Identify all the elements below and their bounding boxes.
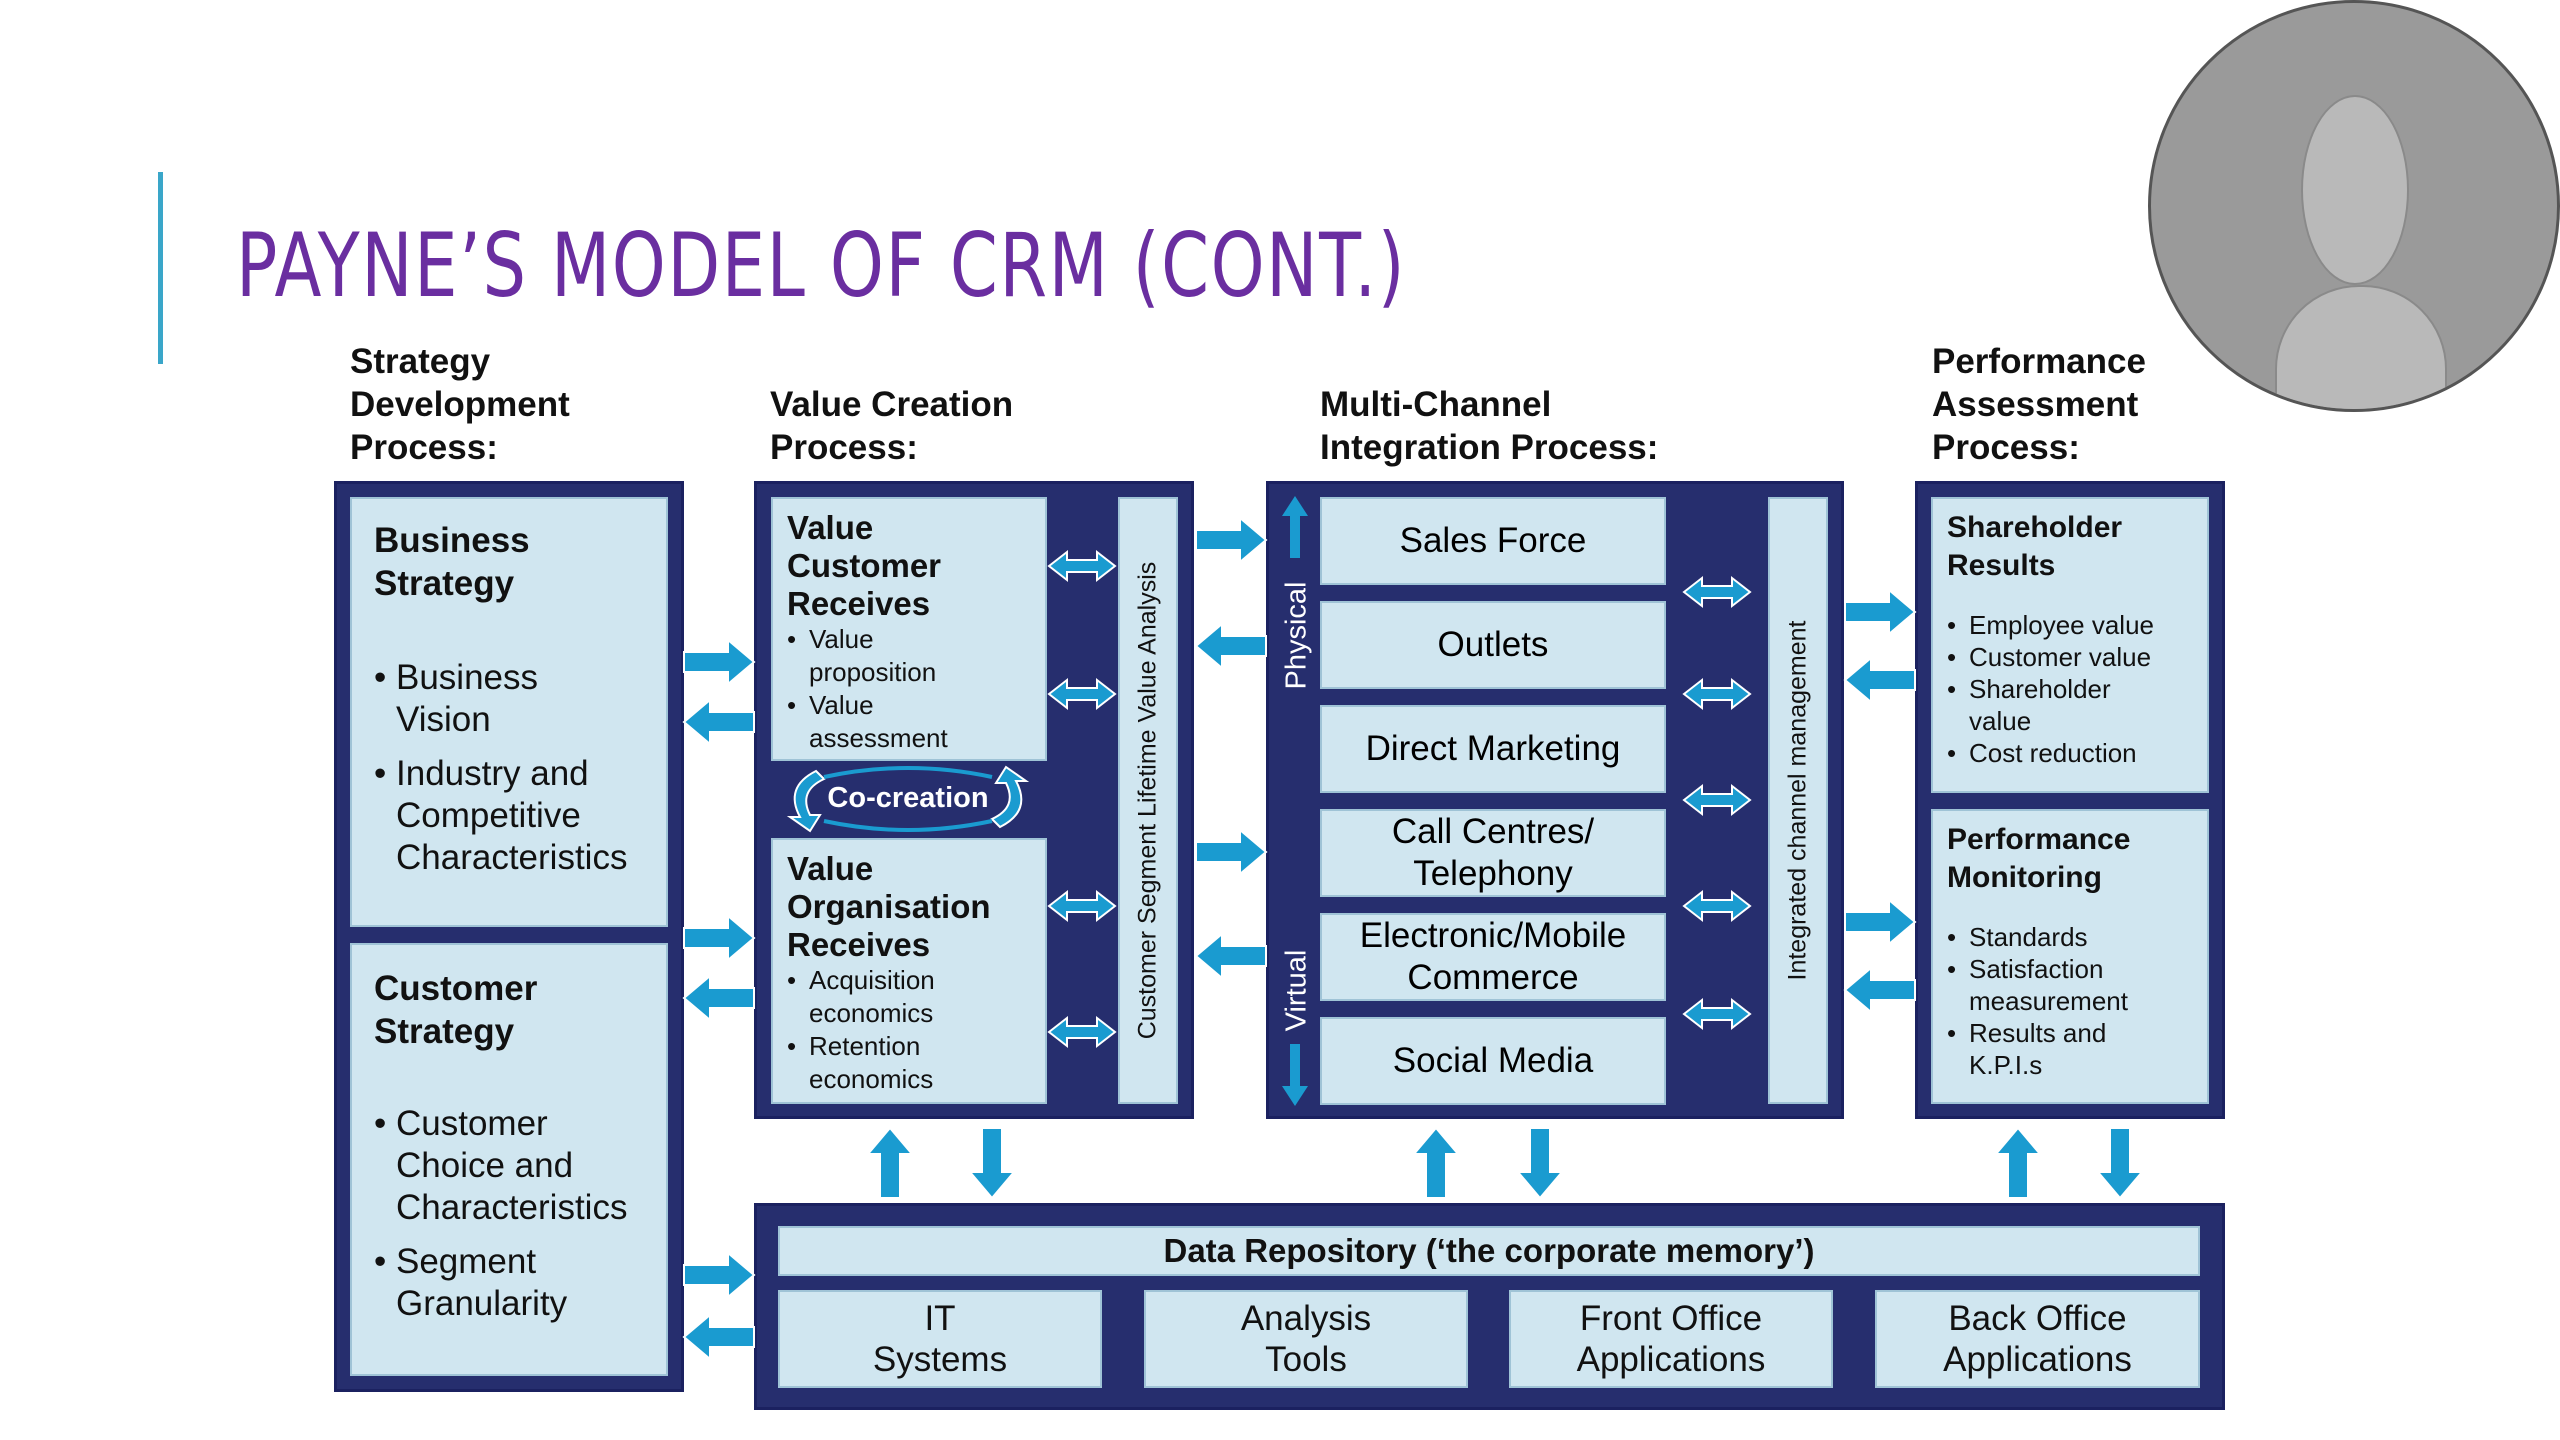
right-arrow-icon (1195, 517, 1267, 563)
right-arrow-icon (1844, 899, 1916, 945)
business-strategy-title: Business Strategy (374, 521, 530, 603)
value-customer-bullet: Value assessment (787, 689, 1031, 755)
double-arrow-icon (1048, 551, 1116, 581)
co-creation-label: Co-creation (827, 781, 989, 814)
heading-value-creation: Value Creation Process: (770, 385, 1014, 467)
shareholder-bullet: Shareholder value (1947, 673, 2193, 737)
channel-direct-marketing: Direct Marketing (1320, 705, 1666, 793)
down-arrow-icon (2097, 1127, 2143, 1199)
monitoring-bullet: Results and K.P.I.s (1947, 1017, 2193, 1081)
left-arrow-icon (1844, 967, 1916, 1013)
left-arrow-icon (683, 1314, 755, 1360)
customer-strategy-box: Customer Strategy Customer Choice and Ch… (350, 943, 668, 1376)
left-arrow-icon (1195, 623, 1267, 669)
monitoring-bullet: Standards (1947, 921, 2193, 953)
channel-social-media: Social Media (1320, 1017, 1666, 1105)
integrated-channel-bar: Integrated channel management (1768, 497, 1828, 1104)
heading-strategy-development: Strategy Development Process: (350, 342, 570, 467)
data-cell-analysis-tools: Analysis Tools (1144, 1290, 1468, 1388)
data-cell-back-office: Back Office Applications (1875, 1290, 2200, 1388)
shareholder-bullet: Employee value (1947, 609, 2193, 641)
customer-strategy-bullet: Customer Choice and Characteristics (374, 1103, 644, 1229)
value-customer-box: Value Customer Receives Value propositio… (771, 497, 1047, 761)
right-arrow-icon (683, 915, 755, 961)
data-repository-title: Data Repository (‘the corporate memory’) (778, 1226, 2200, 1276)
performance-monitoring-box: Performance Monitoring Standards Satisfa… (1931, 809, 2209, 1104)
up-arrow-icon (1995, 1127, 2041, 1199)
value-customer-bullet: Value proposition (787, 623, 1031, 689)
avatar-shoulders-icon (2275, 285, 2447, 409)
performance-monitoring-title: Performance Monitoring (1947, 823, 2131, 894)
down-arrow-icon (1517, 1127, 1563, 1199)
up-arrow-icon (1413, 1127, 1459, 1199)
up-arrow-icon (867, 1127, 913, 1199)
lifetime-value-analysis-bar: Customer Segment Lifetime Value Analysis (1118, 497, 1178, 1104)
value-organisation-bullet: Acquisition economics (787, 964, 1031, 1030)
left-arrow-icon (1844, 657, 1916, 703)
customer-strategy-bullet: Segment Granularity (374, 1241, 644, 1325)
double-arrow-icon (1048, 679, 1116, 709)
right-arrow-icon (683, 1252, 755, 1298)
presenter-avatar (2148, 0, 2560, 412)
physical-virtual-arrows-icon (1282, 496, 1308, 1106)
channel-outlets: Outlets (1320, 601, 1666, 689)
value-organisation-box: Value Organisation Receives Acquisition … (771, 838, 1047, 1104)
double-arrow-icon (1683, 577, 1751, 607)
customer-strategy-title: Customer Strategy (374, 969, 538, 1051)
down-arrow-icon (969, 1127, 1015, 1199)
double-arrow-icon (1683, 785, 1751, 815)
double-arrow-icon (1048, 1017, 1116, 1047)
shareholder-results-title: Shareholder Results (1947, 511, 2123, 582)
shareholder-bullet: Cost reduction (1947, 737, 2193, 769)
business-strategy-box: Business Strategy Business Vision Indust… (350, 497, 668, 927)
business-strategy-bullet: Business Vision (374, 657, 644, 741)
right-arrow-icon (1195, 829, 1267, 875)
value-customer-title: Value Customer Receives (787, 509, 942, 622)
double-arrow-icon (1683, 999, 1751, 1029)
avatar-head-icon (2301, 95, 2409, 285)
right-arrow-icon (683, 639, 755, 685)
data-cell-front-office: Front Office Applications (1509, 1290, 1833, 1388)
shareholder-results-box: Shareholder Results Employee value Custo… (1931, 497, 2209, 793)
right-arrow-icon (1844, 589, 1916, 635)
value-organisation-title: Value Organisation Receives (787, 850, 991, 963)
heading-multichannel: Multi-Channel Integration Process: (1320, 385, 1659, 467)
shareholder-bullet: Customer value (1947, 641, 2193, 673)
double-arrow-icon (1683, 891, 1751, 921)
data-cell-it-systems: IT Systems (778, 1290, 1102, 1388)
slide-title: PAYNE’S MODEL OF CRM (CONT.) (236, 214, 1407, 317)
left-arrow-icon (683, 975, 755, 1021)
heading-performance-assessment: Performance Assessment Process: (1932, 342, 2146, 467)
monitoring-bullet: Satisfaction measurement (1947, 953, 2193, 1017)
left-arrow-icon (683, 699, 755, 745)
double-arrow-icon (1048, 891, 1116, 921)
channel-electronic-commerce: Electronic/Mobile Commerce (1320, 913, 1666, 1001)
value-organisation-bullet: Retention economics (787, 1030, 1031, 1096)
accent-bar (158, 172, 163, 364)
left-arrow-icon (1195, 933, 1267, 979)
double-arrow-icon (1683, 679, 1751, 709)
co-creation-cycle-icon (786, 765, 1030, 833)
channel-call-centres: Call Centres/ Telephony (1320, 809, 1666, 897)
business-strategy-bullet: Industry and Competitive Characteristics (374, 753, 644, 879)
channel-sales-force: Sales Force (1320, 497, 1666, 585)
